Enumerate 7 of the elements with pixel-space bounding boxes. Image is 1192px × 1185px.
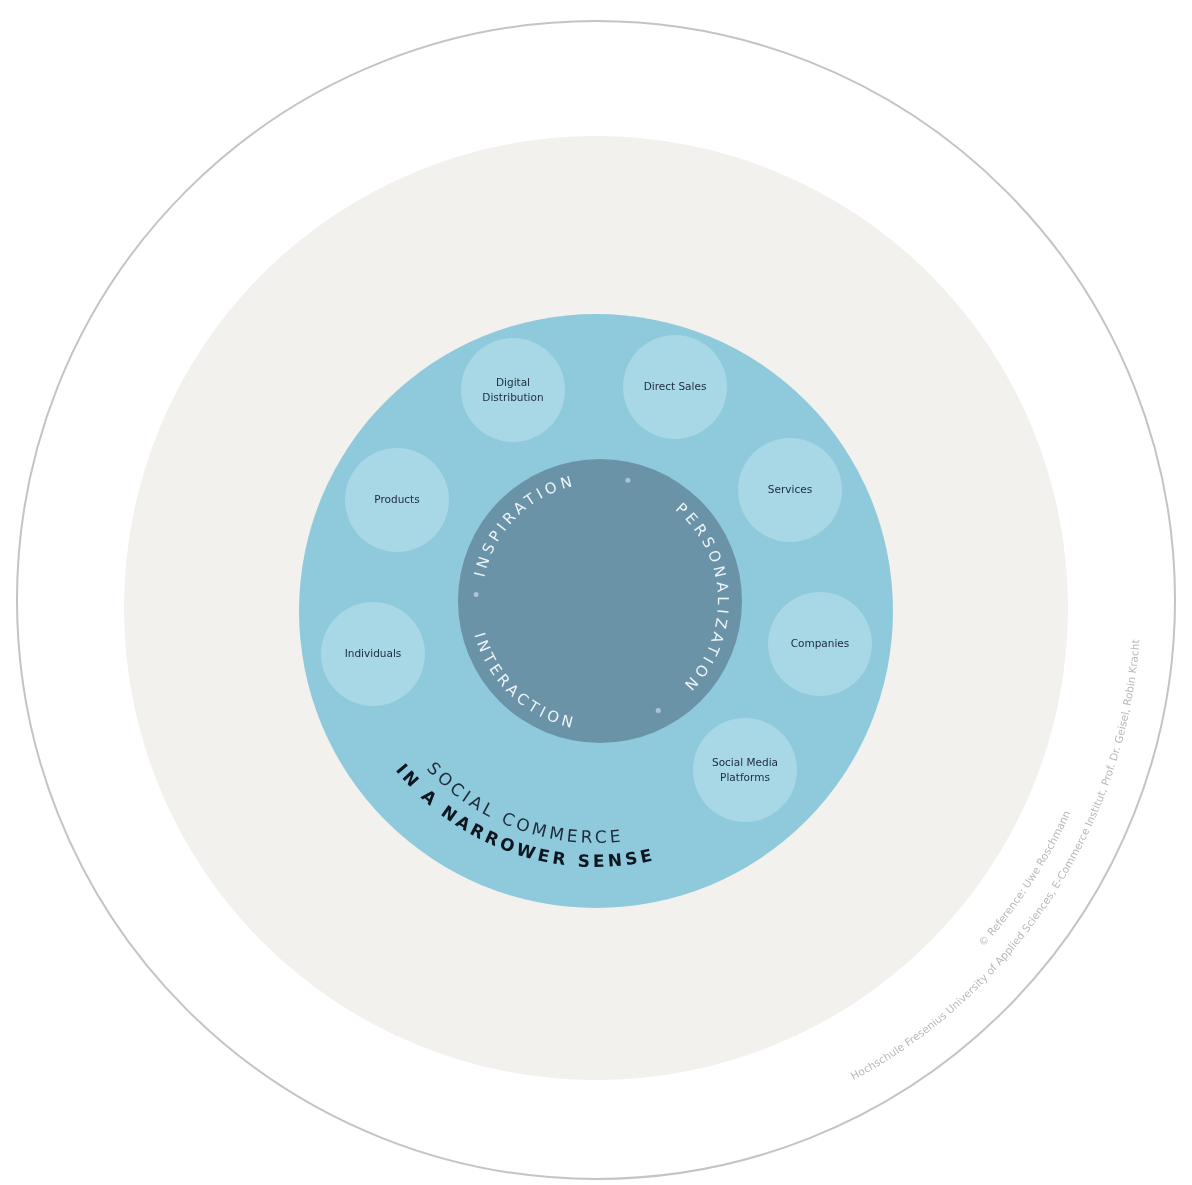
topic-label: Products [373,492,421,508]
topic-label: Digital Distribution [481,374,545,405]
topic-label: Social Media Platforms [711,754,779,785]
topic-label: Individuals [343,646,403,662]
topic-label: Direct Sales [642,379,708,395]
topic-label: Services [766,482,814,498]
topic-label: Companies [789,636,851,652]
